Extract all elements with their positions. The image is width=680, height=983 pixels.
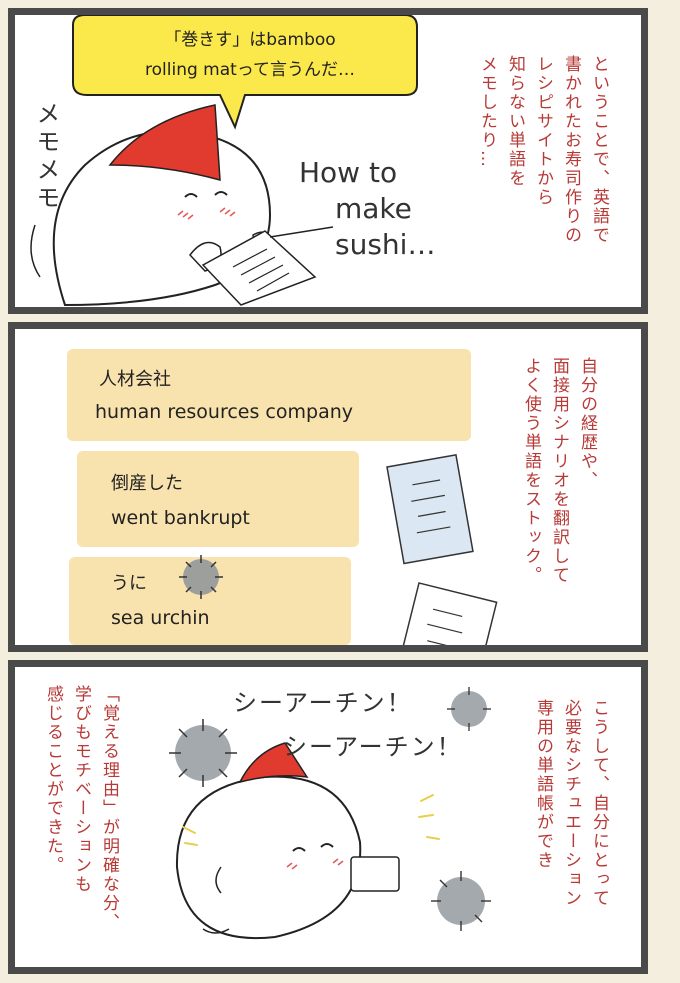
shout-line-1: シーアーチン！ — [233, 689, 413, 717]
panel-3-narration-left: 「覚える理由」が明確な分、 学びもモチベーションも 感じることができた。 — [43, 685, 119, 932]
vocab-en-3: sea urchin — [111, 607, 210, 629]
vocab-en-1: human resources company — [95, 401, 354, 423]
memo-paper — [201, 230, 317, 306]
vocab-card-in-hand — [350, 856, 400, 892]
panel-2: 人材会社 human resources company 倒産した went b… — [8, 322, 648, 652]
vocab-ja-1: 人材会社 — [99, 369, 171, 390]
panel-1-narration: ということで、英語で 書かれたお寿司作りの レシピサイトから 知らない単語を メ… — [477, 55, 609, 245]
sea-urchin-icon — [169, 719, 237, 787]
bubble-line-1: 「巻きす」はbamboo — [164, 30, 336, 50]
sea-urchin-icon — [431, 871, 491, 931]
panel-1-art — [30, 15, 418, 307]
vocab-en-2: went bankrupt — [111, 507, 250, 529]
speech-bubble — [72, 15, 418, 130]
panel-3-art — [169, 687, 491, 940]
sea-urchin-icon — [179, 555, 223, 599]
sfx-memo: メモメモ — [32, 101, 60, 213]
shout-line-2: シーアーチン！ — [283, 733, 463, 761]
vocab-ja-2: 倒産した — [111, 473, 183, 494]
vocab-card-3: うに sea urchin — [69, 557, 351, 645]
handwritten-note: How to make sushi… — [299, 155, 435, 263]
vocab-card-1: 人材会社 human resources company — [67, 349, 471, 441]
character-body — [175, 775, 362, 940]
document-icon-white — [393, 582, 498, 645]
document-icon-blue — [386, 453, 474, 565]
panel-2-narration: 自分の経歴や、 面接用シナリオを翻訳して よく使う単語をストック。 — [521, 357, 597, 585]
panel-1: 「巻きす」はbamboo rolling matって言うんだ… How to m… — [8, 8, 648, 314]
panel-2-art — [179, 453, 498, 645]
note-line-1: How to — [299, 156, 398, 189]
note-line-2: make — [335, 192, 412, 225]
red-hat — [108, 104, 221, 182]
panel-3-narration-right: こうして、自分にとって 必要なシチュエーション 専用の単語帳ができ — [533, 699, 609, 908]
panel-3: シーアーチン！ シーアーチン！ こうして、自分にとって 必要なシチュエーション … — [8, 660, 648, 974]
bubble-line-2: rolling matって言うんだ… — [145, 60, 355, 80]
red-hat — [238, 742, 309, 784]
sea-urchin-icon — [447, 687, 491, 731]
vocab-ja-3: うに — [111, 573, 147, 594]
speech-bubble-text: 「巻きす」はbamboo rolling matって言うんだ… — [85, 25, 415, 85]
note-line-3: sushi… — [335, 228, 436, 261]
vocab-card-2: 倒産した went bankrupt — [77, 451, 359, 547]
